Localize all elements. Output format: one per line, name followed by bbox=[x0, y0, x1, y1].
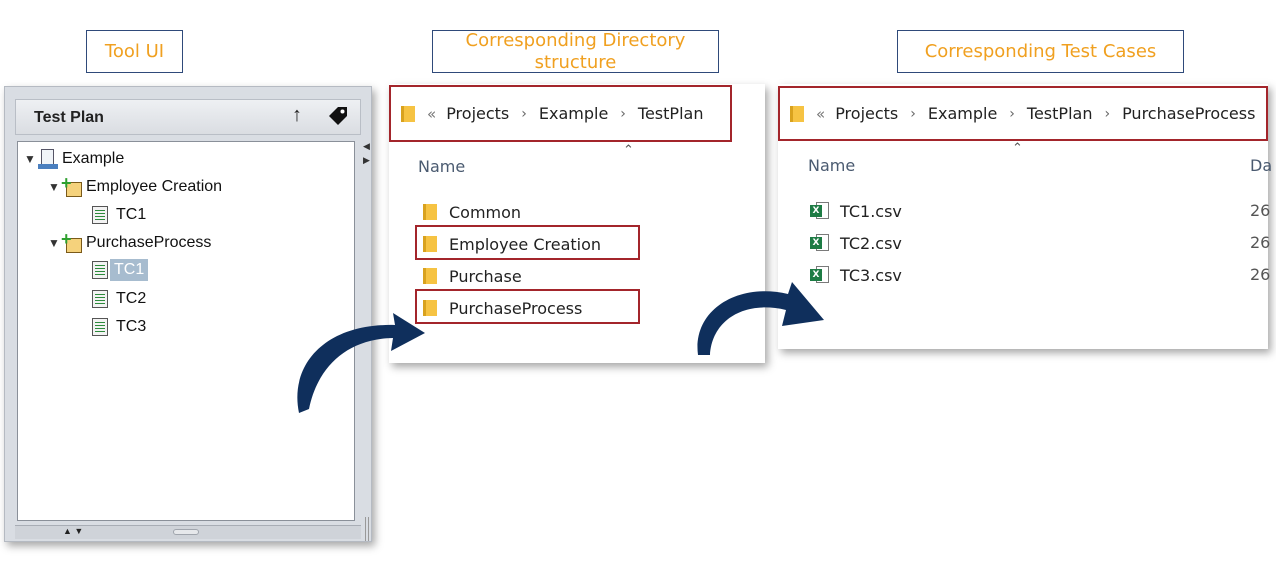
breadcrumb-item[interactable]: Example bbox=[927, 104, 998, 123]
breadcrumb-item[interactable]: Projects bbox=[446, 104, 510, 123]
testcases-explorer-window: « Projects › Example › TestPlan › Purcha… bbox=[778, 84, 1272, 349]
tree-case-label: TC1 bbox=[110, 259, 149, 281]
file-name: TC2.csv bbox=[840, 233, 902, 253]
resize-grip[interactable] bbox=[173, 529, 199, 535]
tree-suite-label: Employee Creation bbox=[86, 178, 223, 195]
folder-name: Purchase bbox=[449, 266, 522, 286]
curved-arrow-directory-to-testcases bbox=[697, 282, 824, 355]
test-suite-icon: + bbox=[61, 173, 82, 198]
tag-icon[interactable] bbox=[326, 104, 350, 128]
file-row[interactable]: X TC3.csv bbox=[810, 265, 902, 285]
test-case-icon bbox=[92, 261, 108, 279]
folder-name: Common bbox=[449, 202, 522, 222]
folder-row[interactable]: PurchaseProcess bbox=[423, 298, 582, 318]
file-row[interactable]: X TC1.csv bbox=[810, 201, 902, 221]
tree-case-label: TC1 bbox=[116, 206, 147, 223]
column-header-name[interactable]: Name bbox=[418, 157, 466, 176]
tree-node-case-selected[interactable]: TC1 bbox=[92, 259, 149, 281]
chevron-right-icon: › bbox=[910, 105, 916, 122]
chevron-right-icon: › bbox=[620, 105, 626, 122]
expand-triangle-icon[interactable]: ▼ bbox=[48, 180, 60, 194]
panel-title: Test Plan bbox=[34, 109, 104, 126]
breadcrumb-item[interactable]: Example bbox=[538, 104, 609, 123]
tree-case-label: TC3 bbox=[116, 318, 147, 335]
folder-name: PurchaseProcess bbox=[449, 298, 583, 318]
file-date: 26 bbox=[1250, 265, 1271, 284]
folder-name: Employee Creation bbox=[449, 234, 602, 254]
folder-icon bbox=[423, 204, 437, 220]
sort-caret-icon: ⌃ bbox=[1012, 140, 1023, 155]
directory-address-bar[interactable]: « Projects › Example › TestPlan bbox=[389, 85, 732, 142]
test-case-icon bbox=[92, 206, 108, 224]
up-arrow-icon[interactable]: ↑ bbox=[292, 104, 302, 126]
tree-node-case[interactable]: TC3 bbox=[92, 316, 146, 338]
folder-row[interactable]: Employee Creation bbox=[423, 234, 601, 254]
test-case-icon bbox=[92, 290, 108, 308]
file-row[interactable]: X TC2.csv bbox=[810, 233, 902, 253]
test-suite-icon: + bbox=[61, 229, 82, 254]
tree-node-suite[interactable]: ▼ + Employee Creation bbox=[48, 173, 223, 198]
folder-icon bbox=[401, 105, 415, 122]
breadcrumb-item[interactable]: TestPlan bbox=[1026, 104, 1093, 123]
file-name: TC3.csv bbox=[840, 265, 902, 285]
expand-triangle-icon[interactable]: ▼ bbox=[24, 152, 36, 166]
chevron-right-icon: › bbox=[521, 105, 527, 122]
folder-icon bbox=[790, 105, 804, 122]
folder-icon bbox=[423, 300, 437, 316]
folder-icon bbox=[423, 236, 437, 252]
file-date: 26 bbox=[1250, 233, 1271, 252]
excel-file-icon: X bbox=[810, 202, 830, 220]
folder-row[interactable]: Common bbox=[423, 202, 521, 222]
test-plan-tree: ▼ Example ▼ + Employee Creation TC1 ▼ + … bbox=[17, 141, 355, 521]
column-header-date[interactable]: Da bbox=[1250, 156, 1273, 175]
panel-header: Test Plan ↑ bbox=[15, 99, 361, 135]
excel-file-icon: X bbox=[810, 234, 830, 252]
caption-test-cases: Corresponding Test Cases bbox=[897, 30, 1184, 73]
tree-case-label: TC2 bbox=[116, 290, 147, 307]
chevron-right-icon: › bbox=[1009, 105, 1015, 122]
folder-icon bbox=[423, 268, 437, 284]
expand-triangle-icon[interactable]: ▼ bbox=[48, 236, 60, 250]
directory-explorer-window: « Projects › Example › TestPlan ⌃ Name C… bbox=[389, 84, 765, 363]
sort-caret-icon: ⌃ bbox=[623, 142, 634, 157]
chevron-right-icon: › bbox=[1104, 105, 1111, 122]
breadcrumb-item[interactable]: Projects bbox=[835, 104, 899, 123]
vertical-scrollbar[interactable] bbox=[365, 517, 369, 541]
test-case-icon bbox=[92, 318, 108, 336]
highlight-box bbox=[415, 289, 640, 324]
testcases-address-bar[interactable]: « Projects › Example › TestPlan › Purcha… bbox=[778, 86, 1268, 141]
panel-bottom-bar: ▲ ▼ bbox=[15, 525, 361, 539]
file-date: 26 bbox=[1250, 201, 1271, 220]
test-plan-panel: Test Plan ↑ ◀▶ ▼ Example ▼ + Employee Cr… bbox=[4, 86, 372, 542]
caption-tool-ui: Tool UI bbox=[86, 30, 183, 73]
tree-suite-label: PurchaseProcess bbox=[86, 234, 212, 251]
tree-root-label: Example bbox=[62, 150, 125, 167]
caption-directory-structure: Corresponding Directory structure bbox=[432, 30, 719, 73]
scroll-updown-icon[interactable]: ▲ ▼ bbox=[63, 526, 84, 536]
breadcrumb-item[interactable]: TestPlan bbox=[637, 104, 704, 123]
highlight-box bbox=[415, 225, 640, 260]
test-plan-icon bbox=[38, 148, 58, 170]
tree-node-root[interactable]: ▼ Example bbox=[24, 148, 124, 170]
column-header-name[interactable]: Name bbox=[808, 156, 856, 175]
breadcrumb-item[interactable]: PurchaseProcess bbox=[1122, 104, 1256, 123]
overflow-chevron-icon[interactable]: « bbox=[816, 104, 826, 123]
side-collapse-arrows[interactable]: ◀▶ bbox=[363, 141, 370, 165]
excel-file-icon: X bbox=[810, 266, 830, 284]
tree-node-case[interactable]: TC1 bbox=[92, 204, 146, 226]
tree-node-suite[interactable]: ▼ + PurchaseProcess bbox=[48, 229, 212, 254]
file-name: TC1.csv bbox=[840, 201, 902, 221]
overflow-chevron-icon[interactable]: « bbox=[427, 104, 437, 123]
folder-row[interactable]: Purchase bbox=[423, 266, 522, 286]
curved-arrow-tool-to-directory bbox=[297, 313, 425, 413]
tree-node-case[interactable]: TC2 bbox=[92, 288, 146, 310]
